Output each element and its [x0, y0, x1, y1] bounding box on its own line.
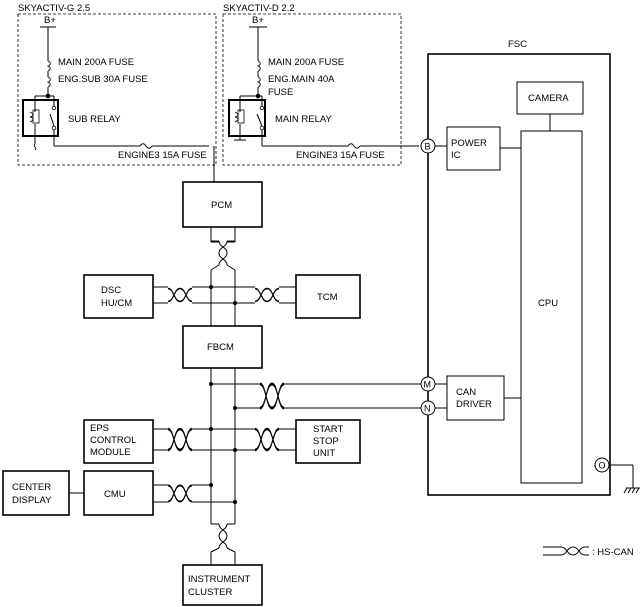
terminal-o-label: O [599, 461, 606, 471]
fuse-main-g25: MAIN 200A FUSE [58, 57, 134, 68]
variant-d22-label: SKYACTIV-D 2.2 [223, 3, 295, 14]
fsc-unit: FSC CAMERA POWER IC CPU CAN DRIVER B M N… [420, 39, 640, 496]
fuse-main-d22: MAIN 200A FUSE [268, 57, 344, 68]
dsc-label-2: HU/CM [101, 298, 132, 309]
fbcm-module: FBCM [182, 325, 263, 369]
pcm-label: PCM [211, 200, 232, 211]
supply-label-g25: B+ [44, 15, 56, 26]
legend-label: : HS-CAN [592, 547, 634, 558]
legend: : HS-CAN [543, 546, 634, 558]
power-ic-label-2: IC [451, 150, 461, 161]
cpu-label: CPU [538, 298, 558, 309]
skyactiv-d22-block: SKYACTIV-D 2.2 B+ MAIN 200A FUSE ENG.MAI… [222, 3, 419, 166]
eps-label-3: MODULE [90, 447, 131, 458]
cmu-module: CMU [83, 470, 154, 516]
variant-g25-label: SKYACTIV-G 2.5 [18, 3, 90, 14]
terminal-n-label: N [424, 404, 431, 414]
fsc-title: FSC [508, 39, 527, 50]
fuse-engmain-d22: ENG.MAIN 40A [268, 74, 335, 85]
twisted-pair-icon [560, 546, 586, 556]
eps-label-2: CONTROL [90, 435, 136, 446]
cpu-box [520, 130, 583, 484]
eps-label-1: EPS [90, 423, 109, 434]
center-display-label-2: DISPLAY [12, 495, 52, 506]
fuse-sub-g25: ENG.SUB 30A FUSE [58, 74, 148, 85]
pcm-module: PCM [182, 181, 263, 228]
camera-label: CAMERA [528, 93, 569, 104]
fbcm-label: FBCM [207, 342, 234, 353]
start-stop-module: START STOP UNIT [295, 419, 361, 464]
instrument-cluster-module: INSTRUMENT CLUSTER [182, 564, 263, 606]
fuse-engmain-d22-cont: FUSE [268, 87, 293, 98]
center-display-module: CENTER DISPLAY [2, 470, 70, 516]
supply-label-d22: B+ [252, 15, 264, 26]
dsc-module: DSC HU/CM [83, 274, 154, 319]
tcm-module: TCM [295, 274, 361, 319]
cluster-label-2: CLUSTER [188, 587, 232, 598]
can-driver-label-2: DRIVER [456, 399, 492, 410]
cmu-label: CMU [104, 489, 126, 500]
can-driver-label-1: CAN [456, 387, 476, 398]
eps-module: EPS CONTROL MODULE [83, 419, 154, 464]
power-ic-label-1: POWER [451, 138, 487, 149]
terminal-m-label: M [424, 380, 432, 390]
dsc-label-1: DSC [101, 285, 121, 296]
tcm-label: TCM [317, 292, 338, 303]
skyactiv-g25-block: SKYACTIV-G 2.5 B+ MAIN 200A FUSE ENG.SUB… [17, 3, 217, 166]
main-relay-label: MAIN RELAY [275, 114, 333, 125]
cluster-label-1: INSTRUMENT [188, 574, 250, 585]
ground-icon [623, 487, 640, 494]
main-relay [228, 99, 266, 137]
terminal-b-label: B [425, 142, 431, 152]
fuse-engine3-d22: ENGINE3 15A FUSE [296, 150, 385, 161]
sub-relay [22, 99, 59, 137]
fuse-engine3-g25: ENGINE3 15A FUSE [118, 150, 207, 161]
ssu-label-2: STOP [313, 436, 339, 447]
center-display-label-1: CENTER [12, 482, 51, 493]
ssu-label-1: START [313, 424, 343, 435]
sub-relay-label: SUB RELAY [68, 114, 121, 125]
ssu-label-3: UNIT [313, 448, 335, 459]
can-bus [69, 146, 421, 565]
